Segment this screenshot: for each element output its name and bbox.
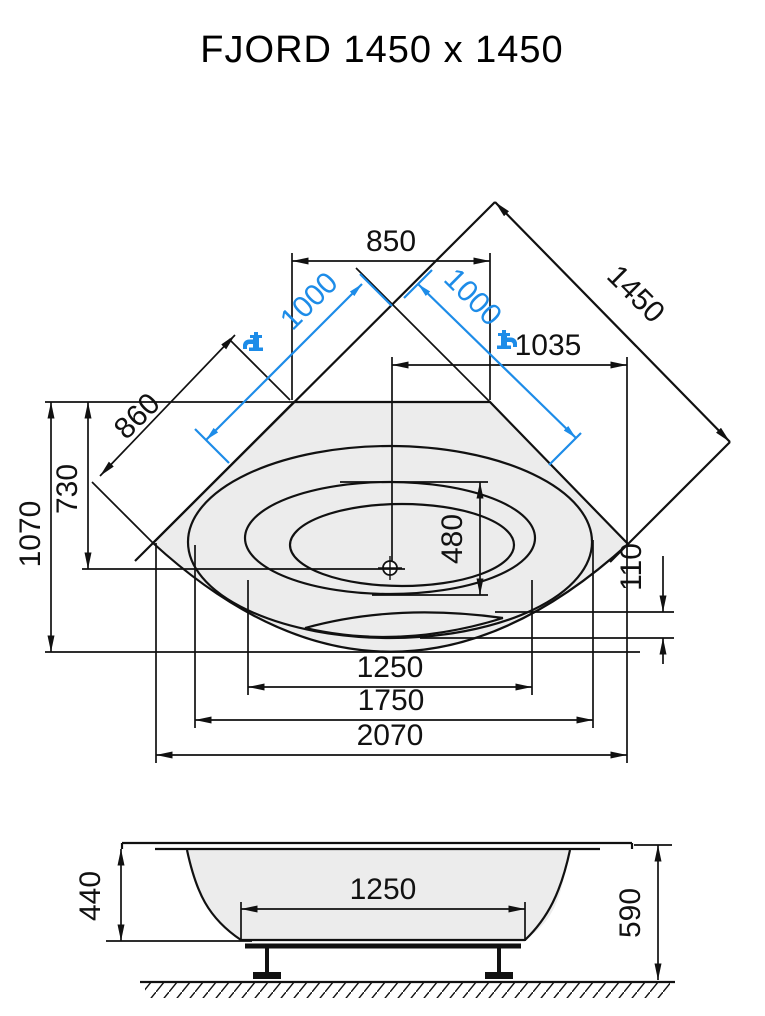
dim-440: 440 xyxy=(74,871,107,921)
tub-section-fill xyxy=(187,850,570,940)
dim-1070: 1070 xyxy=(14,501,47,568)
dim-480: 480 xyxy=(436,514,469,564)
faucet-icon-left xyxy=(243,332,263,351)
dim-line-860 xyxy=(99,334,236,477)
dim-1250-side: 1250 xyxy=(350,873,417,906)
tick-1000-left-high xyxy=(359,273,393,307)
dim-2070: 2070 xyxy=(357,719,424,752)
corner-right-line xyxy=(609,441,731,563)
tick-1000-left-low xyxy=(194,428,230,464)
dim-1750: 1750 xyxy=(358,684,425,717)
dim-860: 860 xyxy=(108,387,167,446)
foot-pad-left xyxy=(253,972,281,979)
dim-850: 850 xyxy=(366,225,416,258)
ground-hatch xyxy=(145,983,670,998)
dim-line-1000-left xyxy=(205,283,363,441)
dim-1000-left: 1000 xyxy=(274,266,345,337)
dim-line-1000-right xyxy=(417,283,577,439)
overflow-curve-lower xyxy=(304,616,504,639)
foot-pad-right xyxy=(485,972,513,979)
drain-icon xyxy=(378,556,402,580)
basin-floor-contour xyxy=(288,502,516,588)
bowl-wall-right xyxy=(524,849,572,941)
dim-1000-right: 1000 xyxy=(437,262,508,333)
side-view: 440 1250 590 xyxy=(74,841,675,998)
dim-1035: 1035 xyxy=(515,329,582,362)
dim-1250: 1250 xyxy=(357,651,424,684)
dim-590: 590 xyxy=(614,888,647,938)
dim-730: 730 xyxy=(51,464,84,514)
plan-view: 850 1035 1450 860 730 1070 480 110 xyxy=(14,201,731,763)
ext-860-lower xyxy=(91,481,154,544)
overflow-curve-upper xyxy=(304,611,504,630)
bowl-wall-left xyxy=(185,849,242,941)
dim-110: 110 xyxy=(615,543,648,591)
tick-1000-right-high xyxy=(403,269,433,299)
wall-right-line-dim-1450 xyxy=(494,201,731,443)
tick-1000-right-low xyxy=(548,432,582,466)
drawing-title: FJORD 1450 x 1450 xyxy=(200,29,563,71)
